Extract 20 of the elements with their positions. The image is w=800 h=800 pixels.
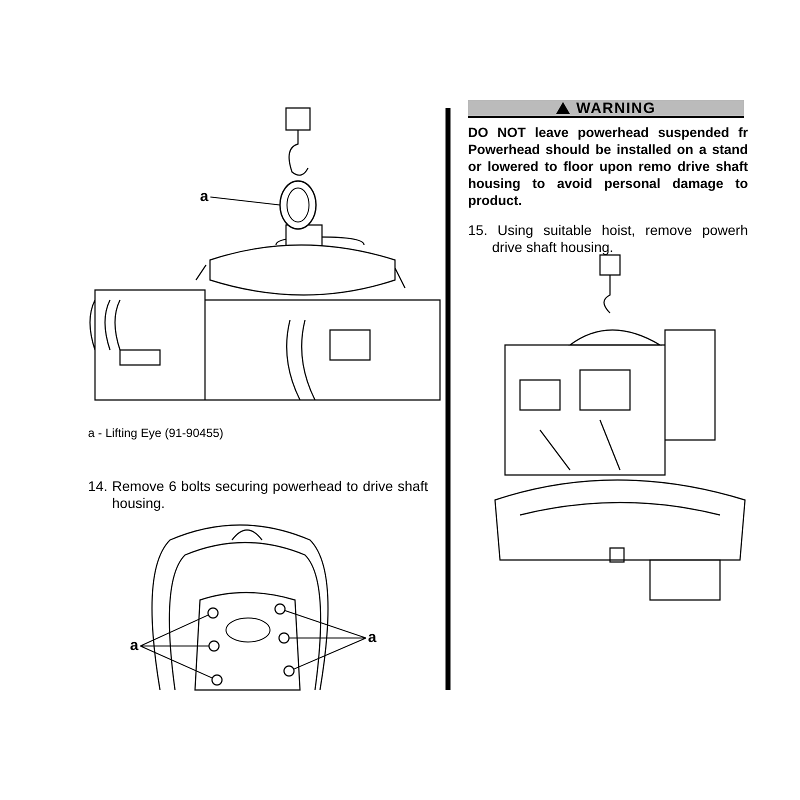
bolt (278, 632, 290, 644)
lifting-eye-drawing (279, 180, 317, 230)
warning-heading: WARNING (576, 100, 656, 116)
leader-line (293, 638, 366, 670)
bolt (207, 607, 219, 619)
bolt (283, 665, 295, 677)
callout-letter: a (130, 638, 138, 654)
bolt (208, 640, 220, 652)
leader-line (284, 610, 366, 638)
bolt (211, 674, 223, 686)
leader-line (140, 646, 213, 679)
instruction-text: 14. Remove 6 bolts securing powerhead to drive shaft housing. (88, 478, 428, 512)
instruction-text: 15. Using suitable hoist, remove powerh drive shaft housing. (468, 222, 748, 256)
bolt (274, 603, 286, 615)
leader-line (210, 196, 280, 206)
callout-letter: a (200, 189, 208, 205)
callout-letter: a (368, 630, 376, 646)
figure-caption: a - Lifting Eye (91-90455) (88, 426, 224, 440)
leader-line (140, 614, 209, 646)
warning-text: DO NOT leave powerhead suspended fr Powerhead should be installed on a stand or lowered to floor upon remo drive shaft housing to avoid personal damage to product. (468, 124, 748, 209)
